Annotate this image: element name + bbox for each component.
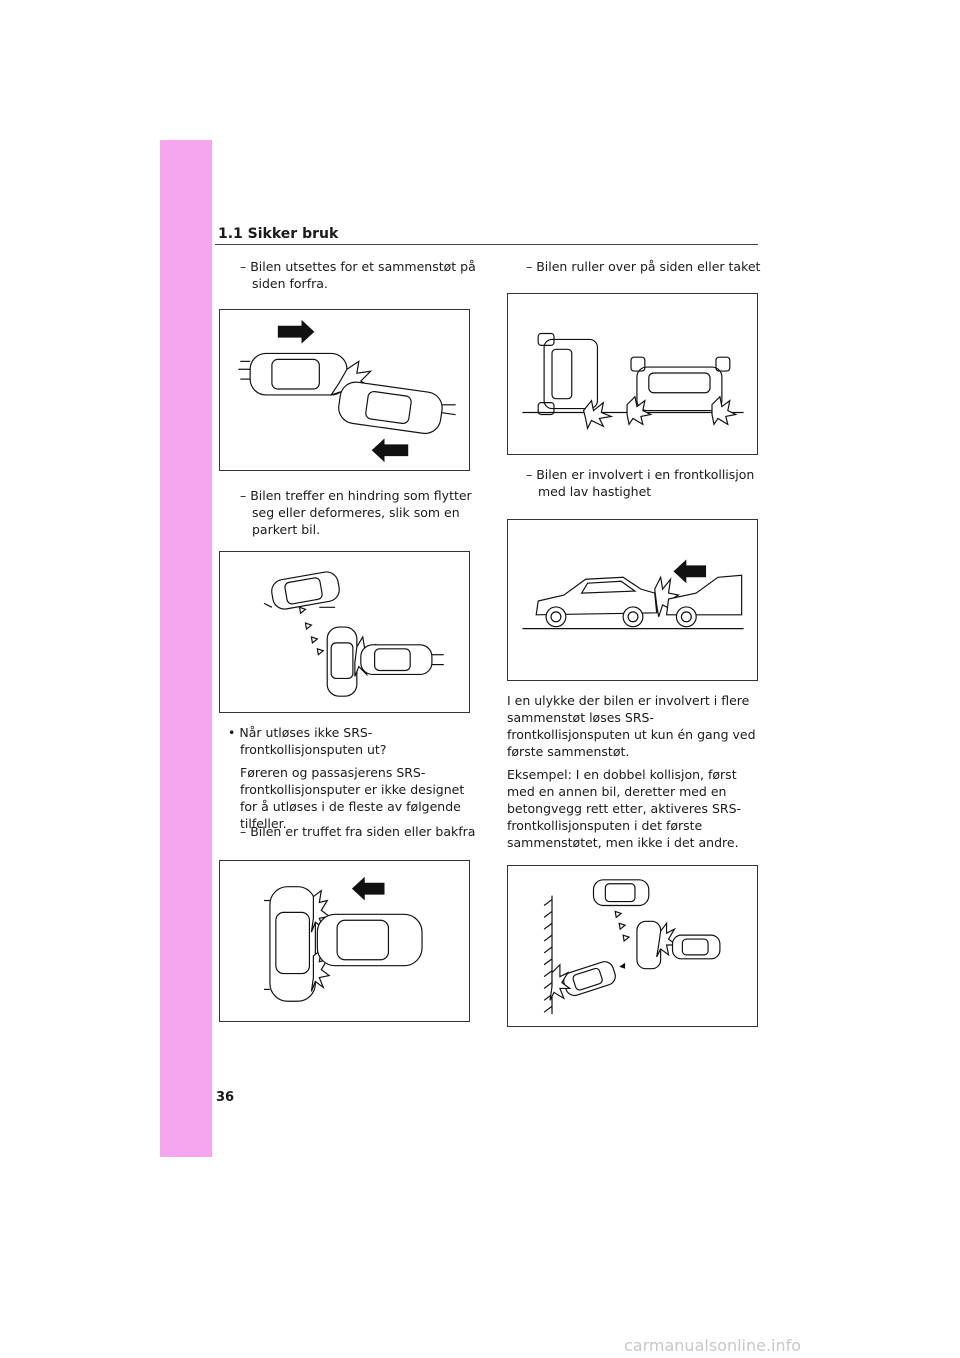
arrow-left-icon — [371, 438, 409, 463]
header-rule — [215, 244, 758, 245]
left-item-side-front-impact: – Bilen utsettes for et sammenstøt på si… — [240, 259, 476, 291]
car-rolled-on-side — [537, 332, 599, 416]
car-top-view-drifting — [263, 571, 340, 610]
trajectory-markers — [298, 606, 325, 656]
chapter-sidebar-tab — [160, 140, 212, 1157]
car-top-view-struck — [264, 886, 316, 1002]
car-top-view-second-impact — [563, 961, 616, 997]
car-top-view-parked — [360, 644, 444, 676]
figure-rollover — [507, 293, 758, 455]
paragraph-example: Eksempel: I en dobbel kollisjon, først m… — [507, 767, 742, 850]
impact-burst-icon — [711, 395, 738, 426]
left-item-parked-car: – Bilen treffer en hindring som flytter … — [240, 488, 472, 537]
car-top-view-first-impact — [636, 920, 662, 970]
car-side-view-ahead — [665, 574, 743, 628]
car-top-view-initial — [592, 879, 650, 907]
right-item-rollover: – Bilen ruller over på siden eller taket — [526, 259, 761, 274]
trajectory-markers — [614, 910, 631, 943]
car-top-view-striking — [316, 913, 423, 967]
watermark: carmanualsonline.info — [624, 1336, 802, 1355]
impact-burst-icon — [310, 889, 331, 992]
left-item-side-rear-impact: – Bilen er truffet fra siden eller bakfr… — [240, 824, 476, 839]
page-number: 36 — [216, 1090, 235, 1105]
bullet-question: • Når utløses ikke SRS-frontkollisjonspu… — [228, 725, 387, 757]
arrow-right-icon — [277, 319, 315, 344]
section-title: 1.1 Sikker bruk — [218, 226, 339, 242]
car-top-view-striking — [326, 626, 358, 697]
impact-burst-icon — [549, 963, 572, 1001]
car-top-view-left — [238, 352, 348, 396]
car-top-view-right — [338, 381, 456, 435]
figure-parked-car-impact — [219, 551, 470, 713]
arrow-left-icon — [673, 559, 707, 584]
arrow-left-icon — [351, 876, 385, 901]
bullet-body: Føreren og passasjerens SRS-frontkollisj… — [240, 765, 465, 831]
right-item-low-speed: – Bilen er involvert i en frontkollisjon… — [526, 467, 755, 499]
impact-burst-icon — [656, 921, 679, 958]
figure-side-impact — [219, 860, 470, 1022]
right-paragraph-block: I en ulykke der bilen er involvert i fle… — [507, 692, 759, 857]
figure-double-collision — [507, 865, 758, 1027]
figure-side-front-impact — [219, 309, 470, 471]
trajectory-markers — [619, 962, 626, 969]
impact-burst-icon — [582, 399, 614, 431]
car-rolled-on-roof — [630, 356, 731, 412]
left-bullet-block: • Når utløses ikke SRS-frontkollisjonspu… — [227, 724, 467, 838]
car-top-view-parked — [671, 934, 721, 960]
figure-low-speed-collision — [507, 519, 758, 681]
car-side-view — [535, 576, 658, 628]
impact-burst-icon — [626, 395, 653, 426]
paragraph-multiple-impacts: I en ulykke der bilen er involvert i fle… — [507, 693, 756, 759]
